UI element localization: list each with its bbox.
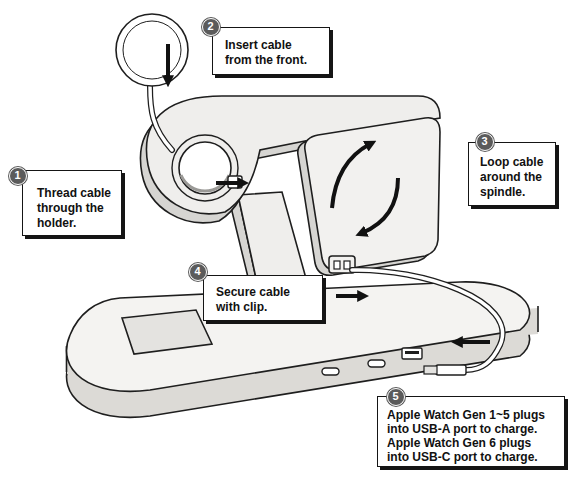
cable bbox=[150, 86, 172, 150]
direction-arrow bbox=[166, 44, 170, 80]
callout-text: Insert cable from the front. bbox=[225, 38, 315, 68]
clip-tab bbox=[334, 261, 340, 269]
callout-text: Loop cable around the spindle. bbox=[480, 155, 550, 200]
callout-number: 2 bbox=[202, 18, 220, 36]
direction-arrow bbox=[216, 181, 242, 185]
plug-tip bbox=[424, 366, 437, 374]
callout-box: 1Thread cable through the holder. bbox=[22, 170, 122, 236]
charging-puck bbox=[116, 14, 188, 86]
watch-holder bbox=[179, 142, 231, 194]
callout-number: 4 bbox=[189, 263, 207, 281]
callout-text: Thread cable through the holder. bbox=[37, 186, 117, 231]
direction-arrow bbox=[332, 144, 370, 208]
callout-number: 1 bbox=[9, 167, 27, 185]
cable-outline bbox=[150, 86, 172, 150]
usb-a-plug bbox=[436, 365, 466, 375]
callout-box: 3Loop cable around the spindle. bbox=[468, 142, 556, 206]
direction-arrow bbox=[458, 340, 490, 344]
callout-box: 2Insert cable from the front. bbox=[212, 27, 330, 75]
callout-box: 5Apple Watch Gen 1~5 plugs into USB-A po… bbox=[377, 396, 565, 467]
callout-text: Apple Watch Gen 6 plugs into USB-C port … bbox=[387, 436, 551, 464]
usb-a-port bbox=[402, 348, 422, 359]
callout-text: Apple Watch Gen 1~5 plugs into USB-A por… bbox=[387, 408, 551, 436]
charging-pad bbox=[122, 310, 212, 354]
phone-plate bbox=[305, 118, 440, 270]
base-edge bbox=[537, 306, 539, 332]
clip-tab bbox=[344, 261, 350, 269]
holder-rim bbox=[172, 135, 238, 201]
cable bbox=[352, 270, 503, 370]
cable-outline bbox=[352, 270, 503, 370]
puck-face bbox=[123, 21, 181, 79]
direction-arrow bbox=[362, 178, 398, 233]
callout-number: 5 bbox=[387, 388, 405, 406]
usb-c-port bbox=[322, 368, 339, 375]
callout-text: Secure cable with clip. bbox=[216, 285, 301, 315]
usb-c-port bbox=[368, 360, 385, 367]
usb-a-tongue bbox=[405, 351, 419, 354]
callout-box: 4Secure cable with clip. bbox=[203, 275, 323, 321]
callout-number: 3 bbox=[476, 133, 494, 151]
direction-arrow bbox=[336, 294, 362, 298]
